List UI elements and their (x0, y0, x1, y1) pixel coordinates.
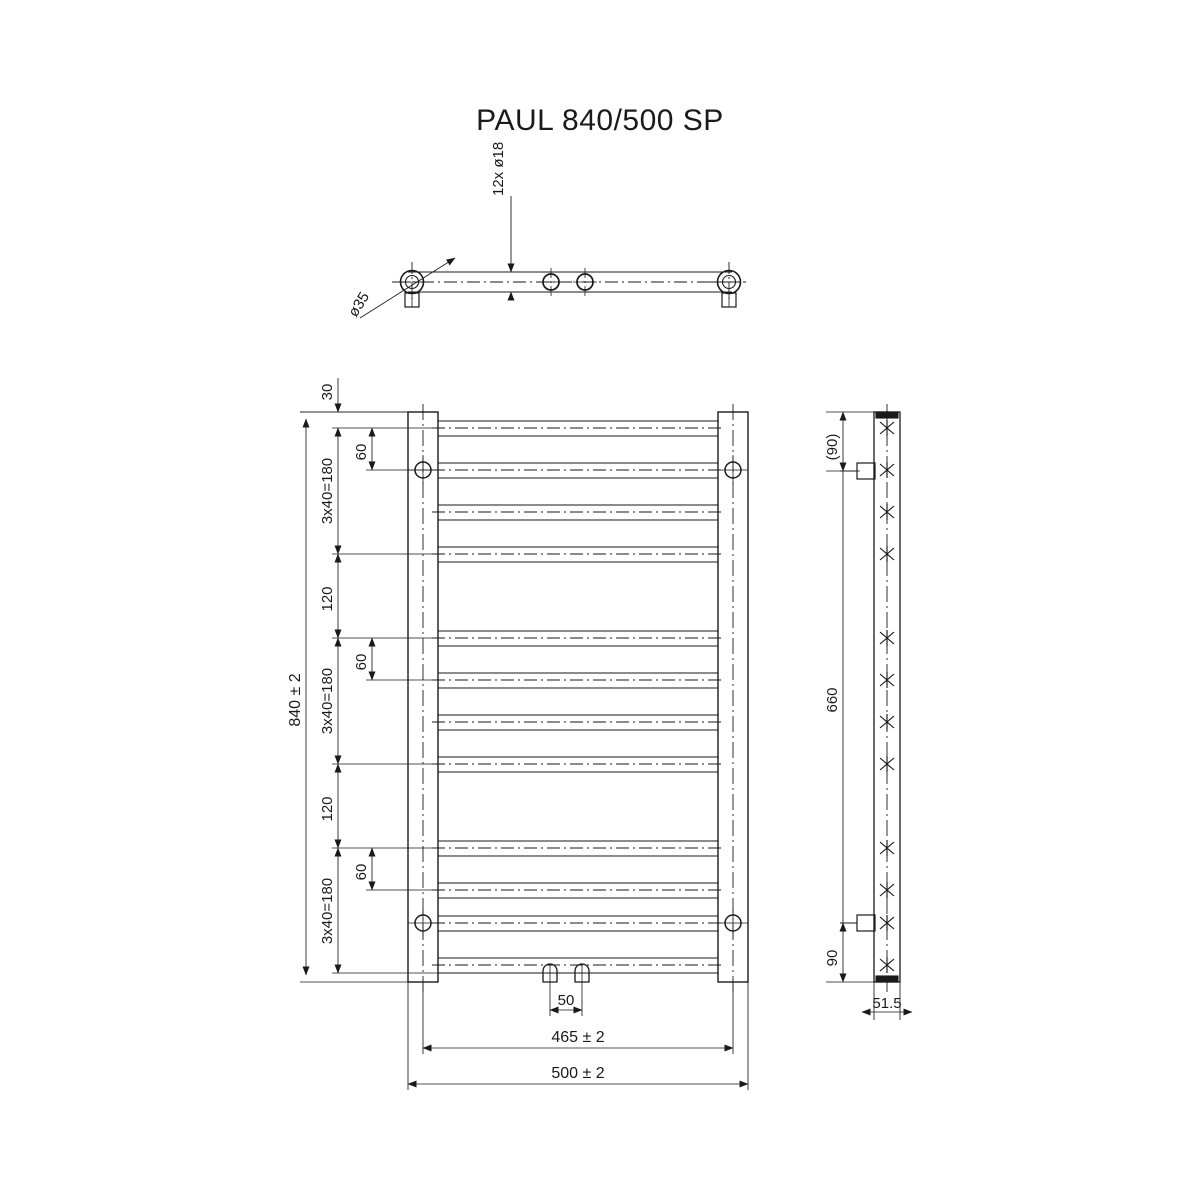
front-right-rail (717, 404, 749, 992)
dim-pitch-60-a (366, 427, 438, 471)
top-view-group (359, 196, 749, 319)
rung (432, 504, 724, 521)
front-connector-stub-left (542, 963, 558, 1000)
dim-label-stub-spacing: 50 (558, 992, 575, 1009)
top-view-left-fitting (392, 262, 432, 308)
dim-label-overall-height: 840 ± 2 (287, 673, 304, 726)
dim-side-depth-51-5 (861, 982, 913, 1020)
drawing-title-block: PAUL 840/500 SP (0, 104, 1200, 138)
top-view-tube (408, 271, 732, 293)
front-connector-stub-right (574, 963, 590, 1000)
rung (432, 546, 724, 563)
top-view-hole-2 (573, 268, 597, 296)
dim-top-offset-30 (300, 378, 410, 413)
page-title: PAUL 840/500 SP (476, 104, 724, 137)
dim-chain-vertical (332, 427, 438, 974)
rung (432, 672, 724, 689)
dim-label-side-top: (90) (824, 434, 841, 461)
dim-pitch-60-c (366, 847, 438, 891)
rung (432, 714, 724, 731)
front-view-group (300, 378, 749, 1090)
dim-label-chain-1: 120 (319, 586, 336, 611)
front-mount-eyelet-top-right (718, 455, 748, 485)
dim-label-chain-3: 120 (319, 796, 336, 821)
dim-inner-width-465 (422, 982, 734, 1054)
diameter-35-label: ø35 (345, 289, 373, 320)
rung (432, 462, 724, 479)
dim-label-chain-4: 3x40=180 (319, 878, 336, 944)
dim-label-top-offset: 30 (319, 384, 336, 401)
dim-label-side-depth: 51.5 (872, 995, 901, 1012)
dim-label-chain-0: 3x40=180 (319, 458, 336, 524)
side-view-bracket-bottom (840, 914, 876, 932)
front-mount-eyelet-bottom-right (718, 908, 748, 938)
hole-callout-label: 12x ø18 (490, 142, 507, 196)
dim-label-pitch-0: 60 (353, 444, 370, 461)
dim-label-chain-2: 3x40=180 (319, 668, 336, 734)
dim-label-pitch-1: 60 (353, 654, 370, 671)
dim-label-side-bottom: 90 (824, 950, 841, 967)
side-view-top-cap (875, 411, 899, 419)
dim-side-bottom-90 (826, 922, 878, 983)
front-left-rail (407, 404, 439, 992)
dim-pitch-60-b (366, 637, 438, 681)
rung (432, 840, 724, 857)
dim-overall-height-840 (300, 411, 408, 983)
rung (432, 882, 724, 899)
rung (432, 756, 724, 773)
side-view-bottom-cap (875, 975, 899, 983)
dim-label-pitch-2: 60 (353, 864, 370, 881)
diameter-35-leader (359, 257, 456, 319)
top-view-right-fitting (709, 262, 749, 308)
dim-overall-width-500 (407, 982, 749, 1090)
dim-stub-spacing-50 (549, 1000, 583, 1016)
rung (432, 915, 724, 932)
top-view-hole-1 (539, 268, 563, 296)
side-view-rung-marks (879, 420, 895, 973)
rung (432, 420, 724, 437)
dim-label-inner-width: 465 ± 2 (551, 1029, 604, 1046)
dim-label-overall-width: 500 ± 2 (551, 1065, 604, 1082)
dim-label-side-span: 660 (824, 687, 841, 712)
side-view-group (826, 404, 913, 1020)
rung (432, 630, 724, 647)
